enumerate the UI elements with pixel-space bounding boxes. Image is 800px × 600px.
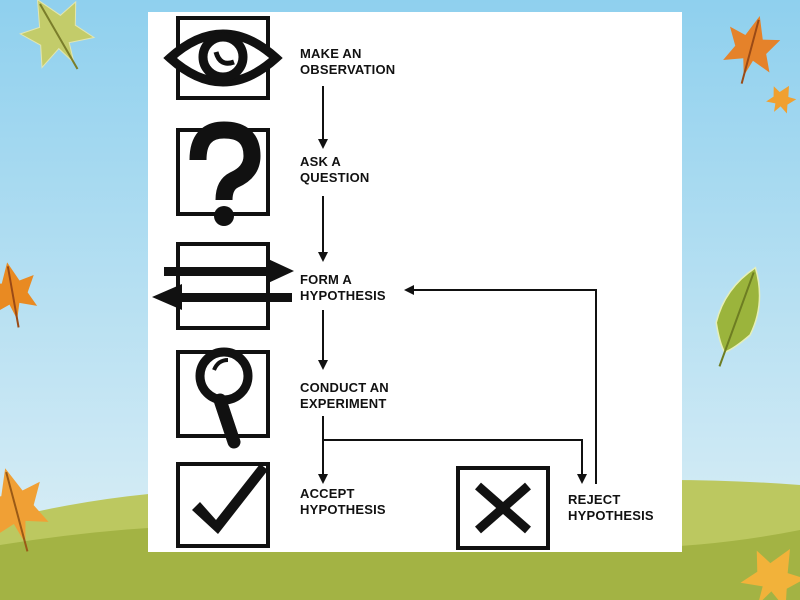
step-label-line1: ACCEPT <box>300 486 355 501</box>
step-label-line2: OBSERVATION <box>300 62 396 77</box>
leaf-top-left <box>19 0 96 70</box>
step-label-line2: HYPOTHESIS <box>568 508 654 523</box>
step-box-observation <box>163 16 283 100</box>
arrow-reject-to-hypothesis <box>404 285 597 484</box>
flowchart-graphics <box>152 16 597 550</box>
step-box-reject <box>456 466 550 550</box>
step-label-accept: ACCEPT HYPOTHESIS <box>300 486 386 518</box>
step-label-line1: CONDUCT AN <box>300 380 389 395</box>
step-box-hypothesis <box>152 242 294 330</box>
step-box-experiment <box>176 347 270 449</box>
step-label-line1: MAKE AN <box>300 46 362 61</box>
step-box-question <box>176 121 270 226</box>
checkmark-icon <box>192 464 268 534</box>
step-label-line2: QUESTION <box>300 170 370 185</box>
leaf-left-middle <box>0 262 38 328</box>
step-label-line1: ASK A <box>300 154 341 169</box>
opposing-arrows-icon <box>152 258 294 310</box>
leaf-bottom-left <box>0 468 49 552</box>
step-label-line2: HYPOTHESIS <box>300 288 386 303</box>
flowchart-panel: MAKE AN OBSERVATION ASK A QUESTION FORM … <box>148 12 682 552</box>
step-label-line2: EXPERIMENT <box>300 396 387 411</box>
step-label-line1: FORM A <box>300 272 352 287</box>
eye-icon <box>163 29 283 87</box>
step-label-line2: HYPOTHESIS <box>300 502 386 517</box>
step-label-experiment: CONDUCT AN EXPERIMENT <box>300 380 389 412</box>
step-label-question: ASK A QUESTION <box>300 154 370 186</box>
leaf-right-middle <box>715 266 761 367</box>
step-box-accept <box>176 462 270 548</box>
step-label-reject: REJECT HYPOTHESIS <box>568 492 654 524</box>
question-mark-icon <box>189 121 261 226</box>
arrow-experiment-to-reject <box>323 439 587 484</box>
leaf-top-right <box>723 16 781 84</box>
x-mark-icon <box>475 482 531 534</box>
step-label-line1: REJECT <box>568 492 621 507</box>
leaf-bottom-right <box>740 549 800 600</box>
magnifying-glass-icon <box>195 347 253 449</box>
leaf-top-right-small <box>766 85 797 114</box>
step-label-observation: MAKE AN OBSERVATION <box>300 46 395 78</box>
step-label-hypothesis: FORM A HYPOTHESIS <box>300 272 386 304</box>
